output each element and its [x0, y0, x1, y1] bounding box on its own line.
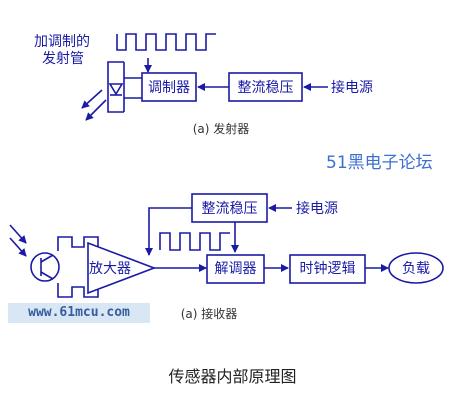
incoming-light-icon	[9, 224, 27, 257]
regulator-to-amplifier-line	[145, 207, 192, 256]
receiver-caption: (a) 接收器	[181, 306, 238, 321]
rx-power-label: 接电源	[296, 200, 338, 217]
rx-regulator-label: 整流稳压	[202, 201, 258, 217]
tx-power-label: 接电源	[331, 79, 373, 96]
modulator-block	[141, 72, 197, 102]
demodulator-label: 解调器	[215, 261, 257, 277]
receiver-interface-lower	[57, 283, 99, 298]
amplifier-label: 放大器	[89, 261, 131, 277]
transmitter-caption: (a) 发射器	[193, 121, 250, 136]
phototransistor-icon	[30, 252, 60, 282]
receiver-regulator-block	[191, 193, 268, 223]
clock-logic-label: 时钟逻辑	[300, 260, 356, 277]
clock-logic-block	[289, 254, 366, 284]
watermark: 51黑电子论坛	[326, 153, 433, 173]
modulation-waveform	[116, 33, 216, 51]
demod-waveform	[159, 232, 230, 251]
receiver-interface	[57, 236, 99, 251]
load-label: 负载	[402, 261, 430, 277]
modulated-label-line2: 发射管	[42, 51, 84, 67]
tx-regulator-label: 整流稳压	[238, 80, 294, 96]
modulated-label-line1: 加调制的	[34, 34, 90, 50]
amplifier-block	[87, 241, 157, 295]
emitter-diode-icon	[81, 61, 142, 121]
demodulator-block	[206, 254, 265, 284]
figure-caption: 传感器内部原理图	[168, 367, 297, 386]
modulator-label: 调制器	[148, 80, 190, 96]
site-watermark: www.61mcu.com	[8, 303, 150, 323]
load-block	[388, 252, 444, 284]
